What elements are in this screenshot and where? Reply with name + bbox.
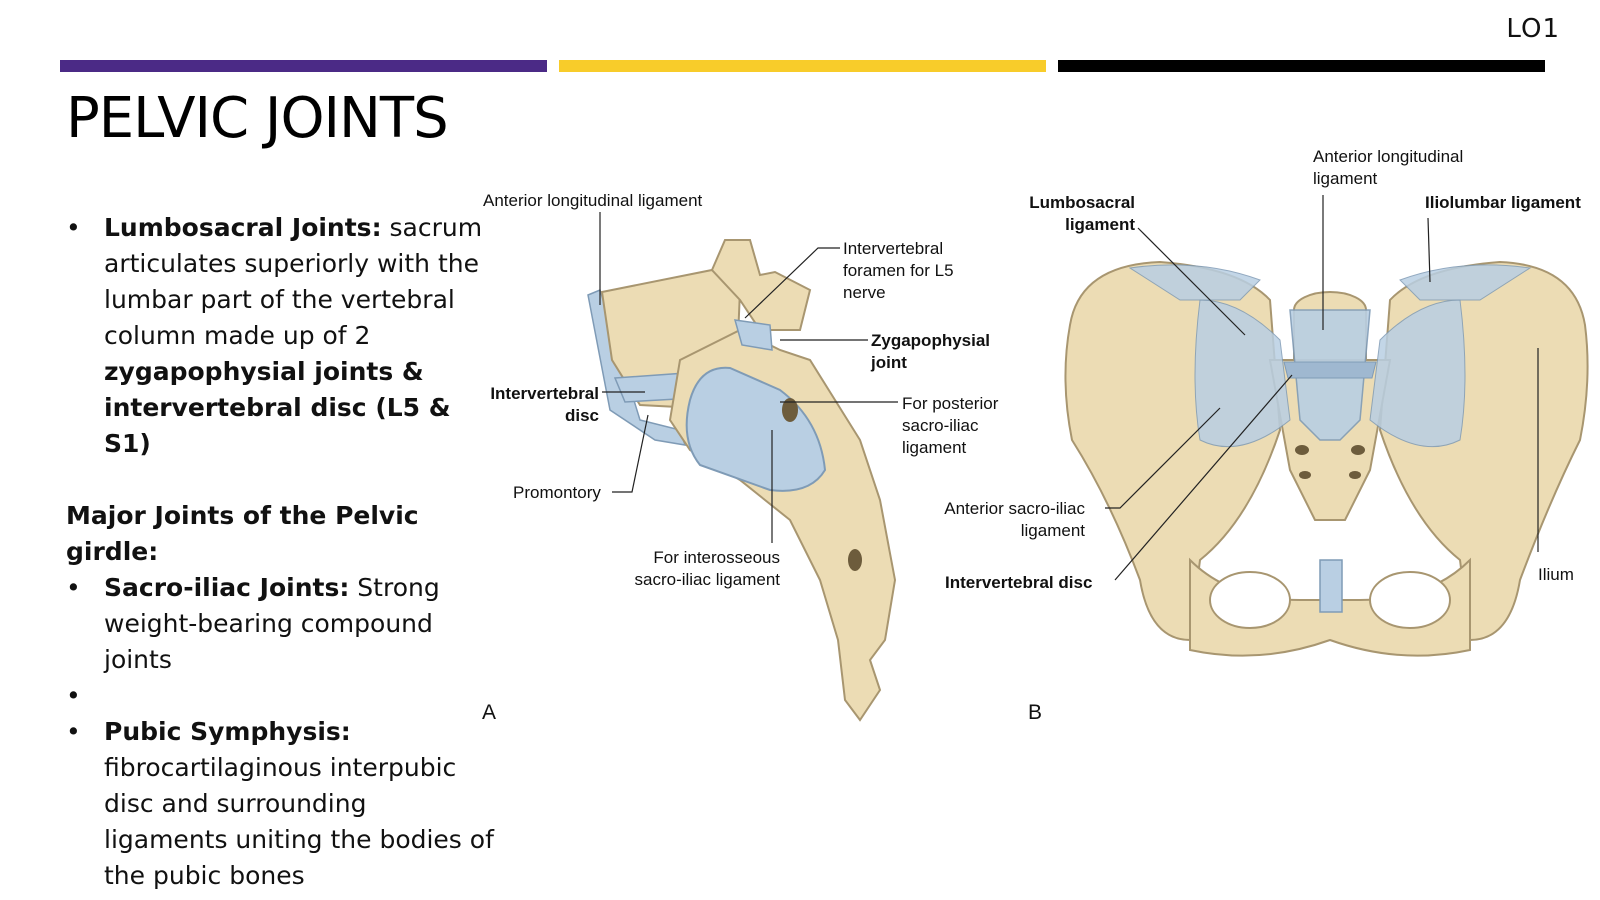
bullet-pubic: Pubic Symphysis: fibrocartilaginous inte… (66, 714, 496, 894)
accent-bar-yellow (559, 60, 1046, 72)
lumbosacral-bold: zygapophysial joints & intervertebral di… (104, 357, 451, 458)
pubic-text: fibrocartilaginous interpubic disc and s… (104, 753, 494, 890)
label-anterior-longitudinal-b: Anterior longitudinal ligament (1313, 147, 1464, 188)
sacroiliac-text: Strong weight-bearing compound joints (104, 573, 440, 674)
label-intervertebral-disc-b: Intervertebral disc (945, 573, 1093, 592)
major-joints-heading: Major Joints of the Pelvic girdle: (66, 501, 419, 566)
major-joints-list: Sacro-iliac Joints: Strong weight-bearin… (66, 570, 496, 894)
bullet-lumbosacral: Lumbosacral Joints: sacrum articulates s… (66, 210, 496, 462)
label-anterior-longitudinal-a: Anterior longitudinal ligament (483, 191, 703, 210)
sacroiliac-term: Sacro-iliac Joints: (104, 573, 350, 602)
bullet-sacroiliac: Sacro-iliac Joints: Strong weight-bearin… (66, 570, 496, 678)
label-lumbosacral-ligament: Lumbosacral ligament (1029, 193, 1135, 234)
sacrum-lateral-illustration (587, 239, 897, 722)
pelvis-anterior-illustration (1064, 260, 1589, 657)
lumbosacral-text: sacrum articulates superiorly with the l… (104, 213, 483, 350)
pubic-term: Pubic Symphysis: (104, 717, 351, 746)
spacer (66, 678, 496, 714)
slide-number: LO1 (1506, 14, 1560, 44)
label-iliolumbar-ligament: Iliolumbar ligament (1425, 193, 1581, 212)
slide-title: PELVIC JOINTS (66, 86, 449, 151)
slide-body: Lumbosacral Joints: sacrum articulates s… (66, 210, 496, 894)
label-interosseous: For interosseous sacro-iliac ligament (634, 548, 781, 589)
label-intervertebral-foramen: Intervertebral foramen for L5 nerve (843, 239, 954, 302)
lumbosacral-term: Lumbosacral Joints: (104, 213, 382, 242)
panel-label-b: B (1028, 701, 1043, 724)
label-ilium: Ilium (1538, 565, 1574, 584)
label-zygapophysial-joint: Zygapophysial joint (871, 331, 991, 372)
label-posterior-sacroiliac: For posterior sacro-iliac ligament (902, 394, 999, 457)
lumbosacral-list: Lumbosacral Joints: sacrum articulates s… (66, 210, 496, 462)
accent-bar-black (1058, 60, 1545, 72)
accent-bar-purple (60, 60, 547, 72)
label-promontory: Promontory (513, 483, 601, 502)
label-anterior-sacroiliac: Anterior sacro-iliac ligament (944, 499, 1085, 540)
